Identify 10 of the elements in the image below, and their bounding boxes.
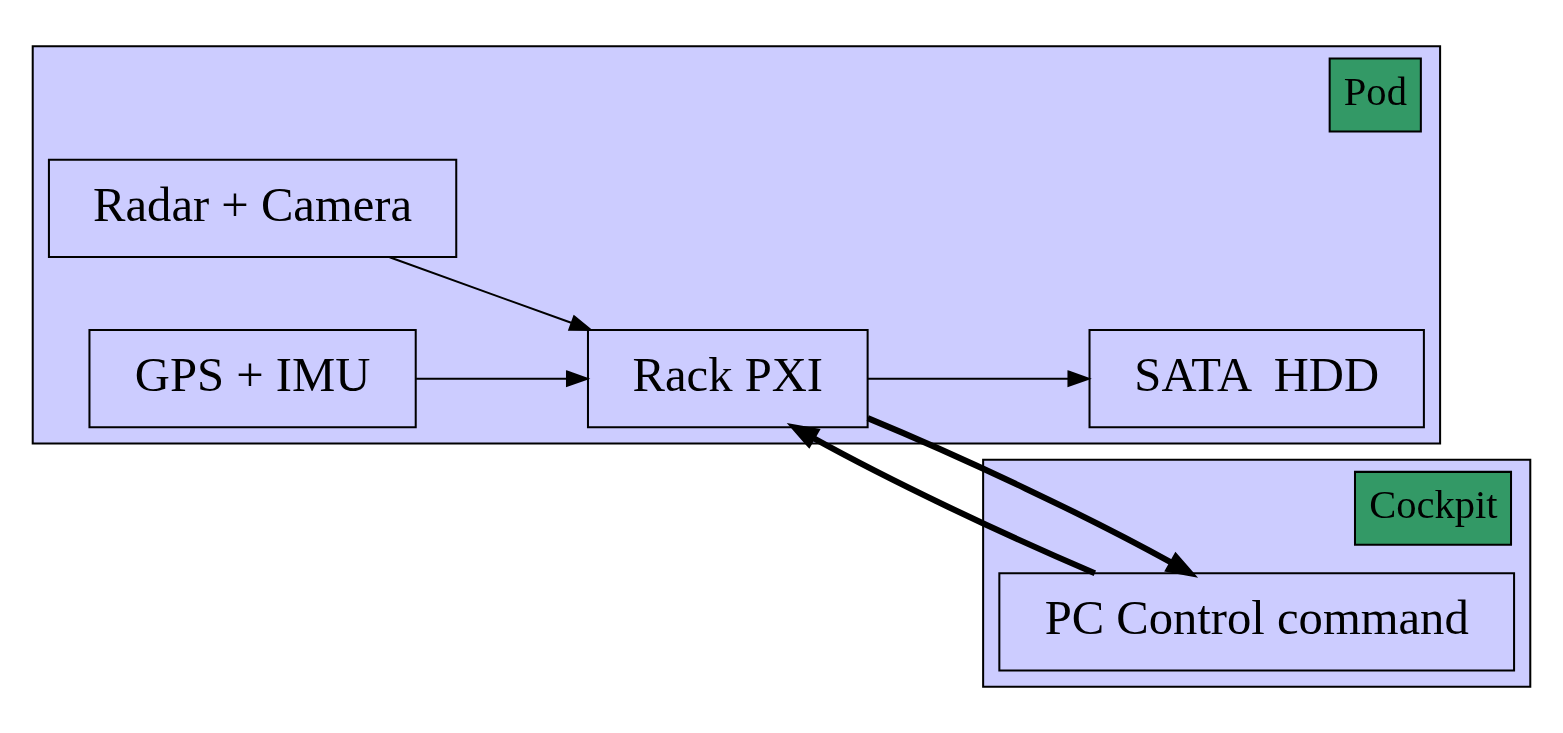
node-box: PC Control command <box>998 572 1516 672</box>
node-box: GPS + IMU <box>88 329 417 429</box>
arrow <box>866 415 1199 578</box>
arrow <box>867 370 1092 388</box>
node-box: Radar + Camera <box>47 158 458 259</box>
node-box: Rack PXI <box>586 329 869 429</box>
arrow <box>416 370 591 388</box>
arrow <box>786 422 1097 576</box>
node-box: SATA HDD <box>1088 329 1425 429</box>
arrow <box>389 256 594 331</box>
